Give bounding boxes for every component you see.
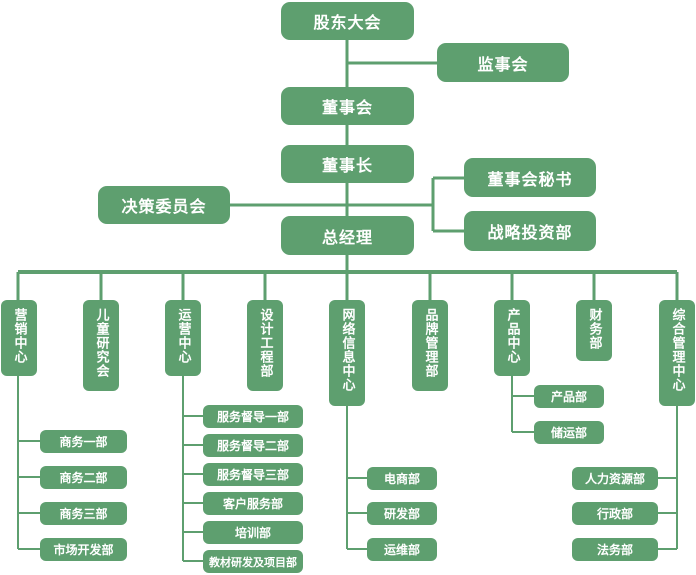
- sub-business-dept-1: 商务一部: [40, 430, 127, 453]
- dept-finance: 财务部: [576, 300, 612, 361]
- sub-human-resources: 人力资源部: [572, 467, 658, 490]
- dept-operations-center: 运营中心: [165, 300, 201, 376]
- dept-general-admin-center: 综合管理中心: [659, 300, 695, 406]
- node-chairman: 董事长: [281, 145, 414, 183]
- sub-product-dept: 产品部: [534, 385, 604, 408]
- dept-children-research: 儿童研究会: [83, 300, 119, 391]
- sub-storage-transport: 储运部: [534, 421, 604, 444]
- dept-network-info-center: 网络信息中心: [329, 300, 365, 406]
- sub-ecommerce: 电商部: [367, 467, 437, 490]
- sub-service-supervision-2: 服务督导二部: [203, 434, 303, 457]
- sub-rd: 研发部: [367, 502, 437, 525]
- sub-training: 培训部: [203, 521, 303, 544]
- sub-administration: 行政部: [572, 502, 658, 525]
- sub-customer-service: 客户服务部: [203, 492, 303, 515]
- node-general-manager: 总经理: [281, 216, 414, 255]
- sub-service-supervision-3: 服务督导三部: [203, 463, 303, 486]
- node-strategic-investment: 战略投资部: [464, 211, 596, 251]
- sub-service-supervision-1: 服务督导一部: [203, 405, 303, 428]
- sub-business-dept-3: 商务三部: [40, 502, 127, 525]
- node-decision-committee: 决策委员会: [98, 186, 230, 224]
- node-supervisory-board: 监事会: [437, 43, 569, 82]
- node-shareholders-meeting: 股东大会: [281, 2, 414, 40]
- sub-materials-rd-projects: 教材研发及项目部: [203, 550, 303, 573]
- node-board-secretary: 董事会秘书: [464, 158, 596, 197]
- sub-operations-maintenance: 运维部: [367, 538, 437, 561]
- sub-legal: 法务部: [572, 538, 658, 561]
- dept-marketing-center: 营销中心: [1, 300, 37, 376]
- dept-product-center: 产品中心: [494, 300, 530, 376]
- node-board-of-directors: 董事会: [281, 87, 414, 125]
- dept-design-engineering: 设计工程部: [247, 300, 283, 391]
- sub-business-dept-2: 商务二部: [40, 466, 127, 489]
- dept-brand-management: 品牌管理部: [412, 300, 448, 391]
- sub-market-development: 市场开发部: [40, 538, 127, 561]
